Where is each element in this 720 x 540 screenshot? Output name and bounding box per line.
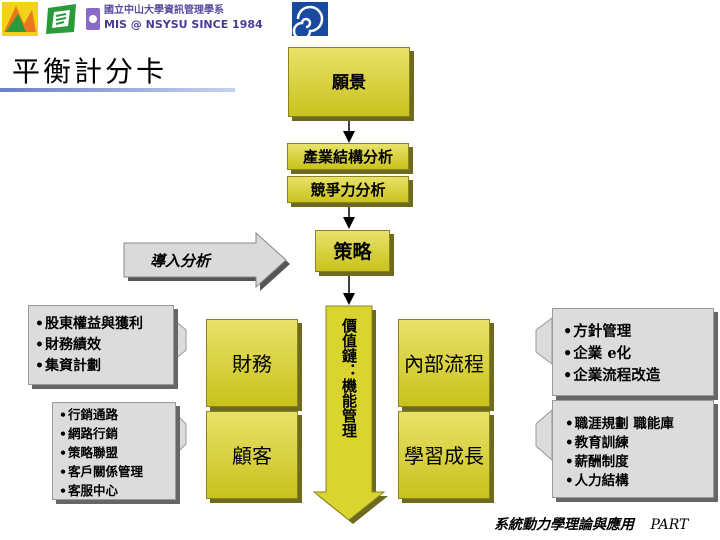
mis-emblem-icon [84, 2, 102, 36]
list-item: 股東權益與獲利 [35, 314, 169, 335]
logo-line1: 國立中山大學資訊管理學系 [104, 5, 224, 16]
list-item: 客戶關係管理 [59, 462, 171, 481]
footer-part-label: PART [650, 517, 689, 533]
right-top-panel: 方針管理 企業 e化 企業流程改造 [552, 308, 714, 396]
industry-analysis-label: 產業結構分析 [302, 148, 393, 166]
list-item: 職涯規劃 職能庫 [565, 415, 709, 434]
footer-course-title: 系統動力學理論與應用 [494, 517, 634, 533]
green-book-logo-icon [44, 2, 80, 36]
internal-process-box: 內部流程 [398, 319, 490, 407]
hr-list: 職涯規劃 職能庫 教育訓練 薪酬制度 人力結構 [565, 415, 709, 491]
list-item: 策略聯盟 [59, 443, 171, 462]
right-bottom-panel: 職涯規劃 職能庫 教育訓練 薪酬制度 人力結構 [552, 400, 714, 498]
logo-line2: MIS @ NSYSU SINCE 1984 [104, 18, 263, 31]
page-title: 平衡計分卡 [12, 55, 168, 88]
footer: 系統動力學理論與應用 PART [494, 514, 688, 534]
list-item: 企業 e化 [563, 343, 709, 365]
marketing-list: 行銷通路 網路行銷 策略聯盟 客戶關係管理 客服中心 [59, 405, 171, 500]
list-item: 企業流程改造 [563, 365, 709, 387]
list-item: 薪酬制度 [565, 453, 709, 472]
value-chain-label: 價值鏈：機能管理 [340, 318, 358, 438]
title-underline [0, 88, 235, 92]
policy-list: 方針管理 企業 e化 企業流程改造 [563, 321, 709, 387]
list-item: 教育訓練 [565, 434, 709, 453]
strategy-box: 策略 [315, 230, 390, 272]
customer-label: 顧客 [232, 444, 272, 468]
internal-process-label: 內部流程 [404, 352, 484, 376]
value-chain-arrow-shape [312, 305, 388, 524]
industry-analysis-box: 產業結構分析 [287, 143, 409, 170]
learning-growth-label: 學習成長 [404, 444, 484, 468]
list-item: 人力結構 [565, 472, 709, 491]
logo-bar: 國立中山大學資訊管理學系 MIS @ NSYSU SINCE 1984 [0, 0, 340, 41]
department-logo-text: 國立中山大學資訊管理學系 MIS @ NSYSU SINCE 1984 [104, 4, 284, 34]
vision-label: 願景 [332, 73, 366, 93]
finance-label: 財務 [232, 352, 272, 376]
list-item: 行銷通路 [59, 405, 171, 424]
list-item: 方針管理 [563, 321, 709, 343]
strategy-label: 策略 [333, 241, 372, 263]
left-top-panel: 股東權益與獲利 財務績效 集資計劃 [28, 305, 174, 385]
list-item: 集資計劃 [35, 356, 169, 377]
callout-arrows [171, 316, 553, 462]
shareholder-list: 股東權益與獲利 財務績效 集資計劃 [35, 314, 169, 377]
list-item: 網路行銷 [59, 424, 171, 443]
nsysu-logo-icon [2, 2, 38, 36]
import-analysis-label: 導入分析 [150, 252, 211, 270]
finance-box: 財務 [206, 319, 298, 407]
list-item: 財務績效 [35, 335, 169, 356]
vision-box: 願景 [288, 47, 410, 117]
learning-growth-box: 學習成長 [398, 411, 490, 499]
competition-analysis-label: 競爭力分析 [310, 181, 386, 199]
left-bottom-panel: 行銷通路 網路行銷 策略聯盟 客戶關係管理 客服中心 [52, 402, 176, 500]
competition-analysis-box: 競爭力分析 [287, 176, 409, 203]
customer-box: 顧客 [206, 411, 298, 499]
list-item: 客服中心 [59, 481, 171, 500]
import-analysis-arrow-shape [123, 231, 290, 291]
